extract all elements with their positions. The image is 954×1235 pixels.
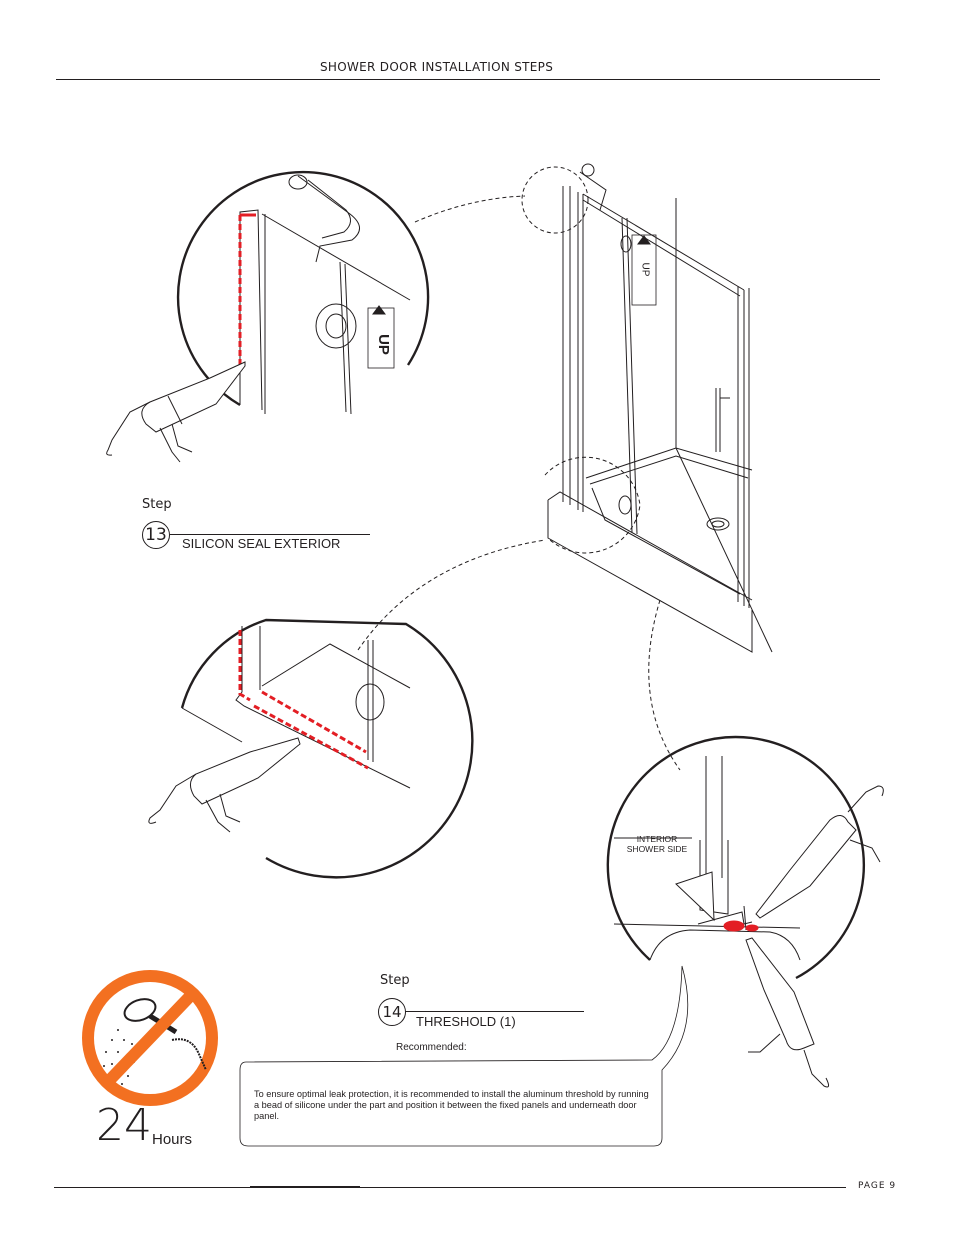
step13-rule <box>170 534 370 535</box>
step13-number: 13 <box>142 521 170 549</box>
step13-word: Step <box>142 497 172 512</box>
header-rule <box>56 79 880 80</box>
detail-circle-step14 <box>606 735 884 1088</box>
connector-middle-dashed <box>357 539 546 651</box>
shower-enclosure-drawing <box>521 163 773 653</box>
door-up-label-detail: UP <box>374 334 392 355</box>
detail-circle-top-marker <box>521 166 589 234</box>
step13-label: SILICON SEAL EXTERIOR <box>182 536 341 551</box>
step14-rule <box>404 1011 584 1012</box>
detail-circle-bottom-marker <box>544 456 641 554</box>
step14-label: THRESHOLD (1) <box>416 1014 516 1029</box>
connector-bottom-dashed <box>648 599 681 771</box>
recommended-label: Recommended: <box>396 1042 467 1053</box>
page-number: PAGE 9 <box>858 1181 897 1191</box>
footer-rule-accent <box>250 1186 360 1188</box>
interior-shower-side-label: INTERIOR SHOWER SIDE <box>612 834 702 854</box>
wait-hours-unit: Hours <box>152 1131 193 1148</box>
detail-circle-step13 <box>106 170 430 463</box>
step14-number: 14 <box>378 998 406 1026</box>
door-up-label-main: UP <box>639 262 651 277</box>
step14-word: Step <box>380 973 410 988</box>
interior-label-line2: SHOWER SIDE <box>626 844 688 854</box>
interior-label-line1: INTERIOR <box>636 834 678 844</box>
wait-hours-number: 24 <box>96 1100 152 1151</box>
connector-top-dashed <box>414 195 526 223</box>
no-shower-sign <box>82 970 218 1106</box>
callout-bubble <box>239 965 689 1147</box>
footer-rule <box>54 1187 846 1188</box>
detail-circle-step13-lower <box>148 618 474 879</box>
page-header-title: SHOWER DOOR INSTALLATION STEPS <box>320 60 554 74</box>
threshold-note: To ensure optimal leak protection, it is… <box>254 1089 649 1121</box>
